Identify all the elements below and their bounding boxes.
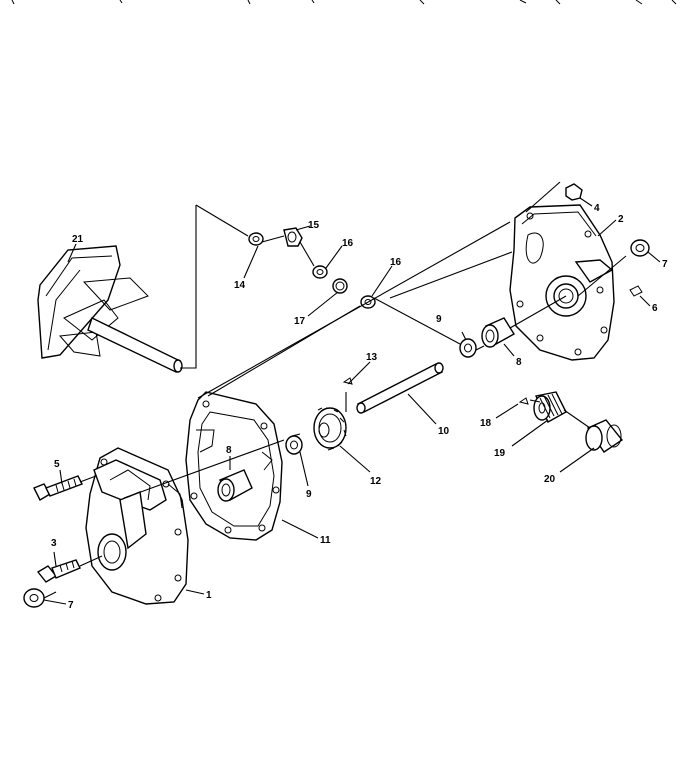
assembly-lines	[43, 181, 627, 599]
callout-6: 6	[652, 303, 658, 314]
part-5-bolt	[33, 475, 83, 501]
callout-4: 4	[594, 203, 600, 214]
part-8-bearing-left	[217, 469, 253, 502]
callout-7-right: 7	[662, 259, 668, 270]
callout-8-left: 8	[226, 445, 232, 456]
callout-leaders	[43, 197, 661, 605]
callout-14: 14	[234, 280, 246, 291]
callout-2: 2	[618, 214, 624, 225]
part-16-washer-upper	[312, 265, 328, 279]
part-21-auger-assembly	[37, 245, 183, 374]
part-19-worm-gear	[533, 391, 567, 423]
part-7-washer-left	[23, 588, 45, 608]
part-12-gear	[313, 407, 347, 451]
part-3-bolt	[36, 559, 81, 583]
callout-16-upper: 16	[342, 238, 354, 249]
callout-15: 15	[308, 220, 320, 231]
callout-3: 3	[51, 538, 57, 549]
callout-13: 13	[366, 352, 378, 363]
part-1-gear-case-half-left	[85, 447, 189, 605]
part-7-washer-right	[630, 239, 650, 257]
part-2-gear-case-half-right	[509, 204, 615, 361]
part-10-shaft	[356, 362, 444, 414]
part-9-washer-upper	[459, 338, 477, 358]
callout-17: 17	[294, 316, 306, 327]
callout-12: 12	[370, 476, 382, 487]
callout-11: 11	[320, 535, 331, 546]
callout-1: 1	[206, 590, 212, 601]
part-18-key	[518, 397, 529, 405]
part-11-gasket	[185, 391, 283, 541]
callout-5: 5	[54, 459, 60, 470]
part-17-ring	[332, 278, 348, 294]
part-9-washer-lower	[285, 435, 303, 455]
callout-16-lower: 16	[390, 257, 402, 268]
callout-19: 19	[494, 448, 506, 459]
part-20-bearing	[585, 419, 624, 453]
callout-7-left: 7	[68, 600, 74, 611]
part-8-bearing-right	[481, 317, 515, 348]
callout-21: 21	[72, 234, 84, 245]
callout-labels: 1 2 3 4 5 6 7 7 8 8 9 9 10 11 12 13 14 1…	[51, 203, 668, 611]
callout-10: 10	[438, 426, 450, 437]
part-14-washer	[248, 232, 264, 246]
callout-8-right: 8	[516, 357, 522, 368]
part-15-bushing	[283, 227, 303, 247]
part-6-key	[629, 285, 643, 297]
callout-9-upper: 9	[436, 314, 442, 325]
callout-9-lower: 9	[306, 489, 312, 500]
part-4-nut	[565, 183, 583, 201]
callout-20: 20	[544, 474, 556, 485]
callout-18: 18	[480, 418, 492, 429]
scan-artifacts	[11, 0, 677, 5]
